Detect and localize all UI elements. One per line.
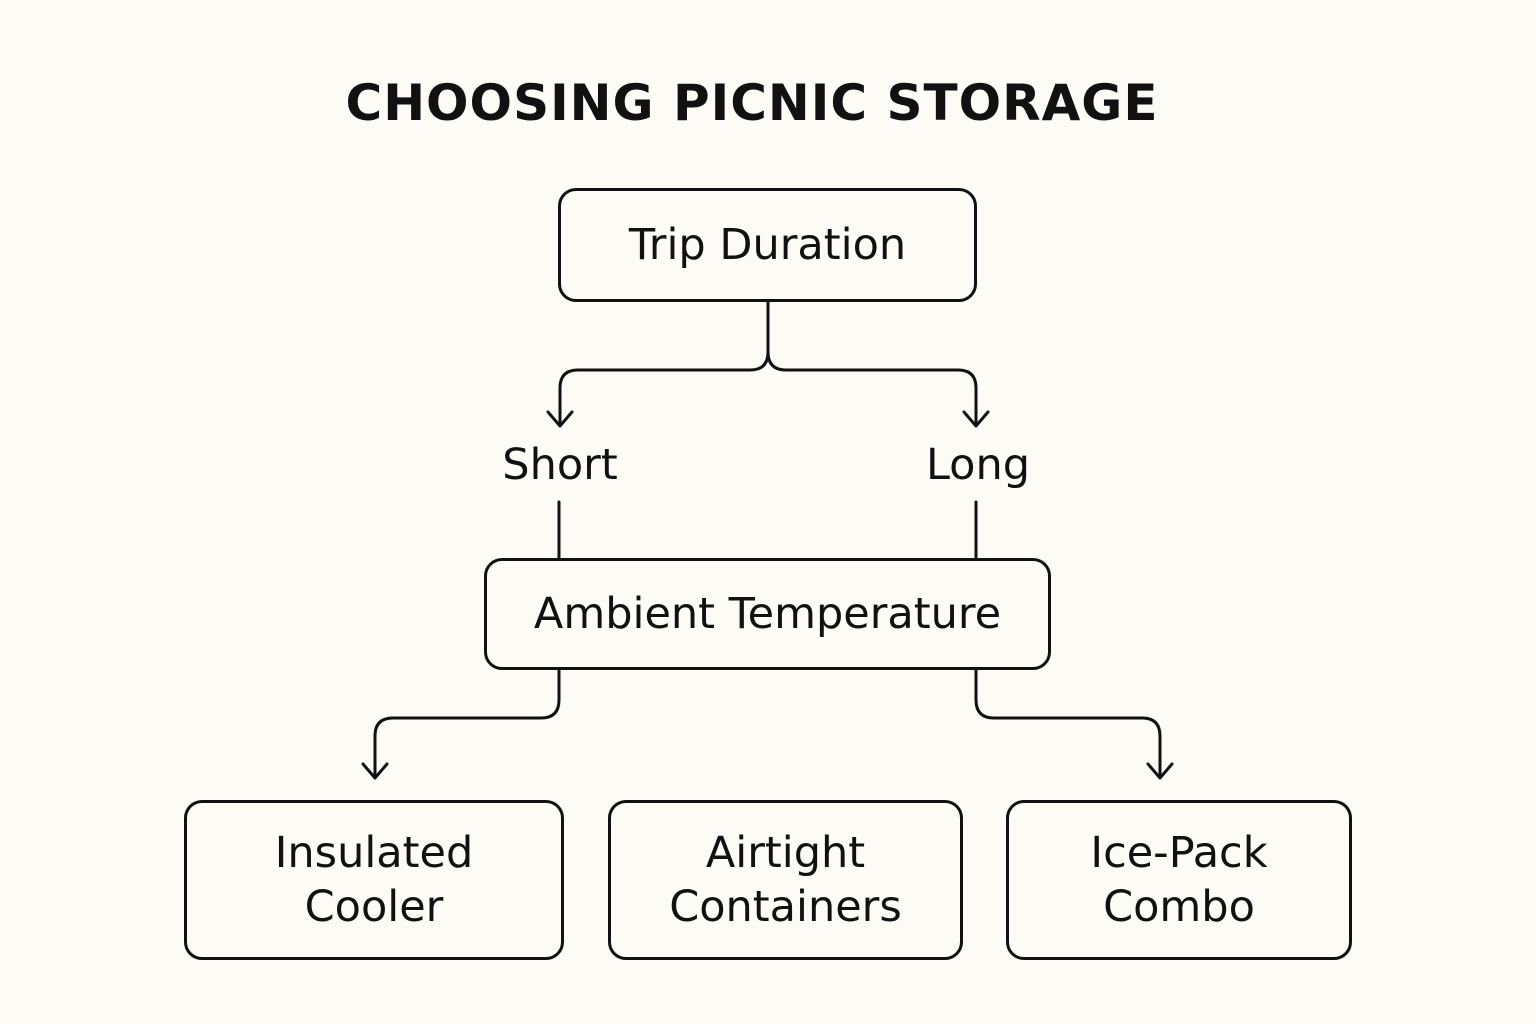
node-trip-duration: Trip Duration xyxy=(558,188,977,302)
node-insulated-cooler-line2: Cooler xyxy=(304,882,444,932)
node-airtight-containers-line1: Airtight xyxy=(705,828,866,878)
connector-trunk-right xyxy=(766,350,978,426)
node-ice-pack-combo-line2: Combo xyxy=(1103,882,1255,932)
node-ambient-temperature: Ambient Temperature xyxy=(484,558,1051,670)
connector-ambient-right xyxy=(974,668,1162,778)
diagram-title: CHOOSING PICNIC STORAGE xyxy=(345,74,1159,132)
connector-ambient-left xyxy=(373,668,561,778)
node-airtight-containers-line2: Containers xyxy=(669,882,902,932)
arrowhead-icepack xyxy=(1146,762,1174,780)
node-airtight-containers: Airtight Containers xyxy=(608,800,963,960)
arrowhead-short xyxy=(546,410,574,428)
branch-label-short: Short xyxy=(502,440,618,490)
node-ambient-temperature-label: Ambient Temperature xyxy=(533,589,1002,639)
node-insulated-cooler-line1: Insulated xyxy=(274,828,474,878)
branch-label-long: Long xyxy=(925,440,1031,490)
arrowhead-insulated xyxy=(361,762,389,780)
connector-trunk xyxy=(558,300,770,426)
node-insulated-cooler: Insulated Cooler xyxy=(184,800,564,960)
node-ice-pack-combo-line1: Ice-Pack xyxy=(1090,828,1268,878)
node-ice-pack-combo: Ice-Pack Combo xyxy=(1006,800,1352,960)
node-trip-duration-label: Trip Duration xyxy=(628,220,907,270)
arrowhead-long xyxy=(962,410,990,428)
